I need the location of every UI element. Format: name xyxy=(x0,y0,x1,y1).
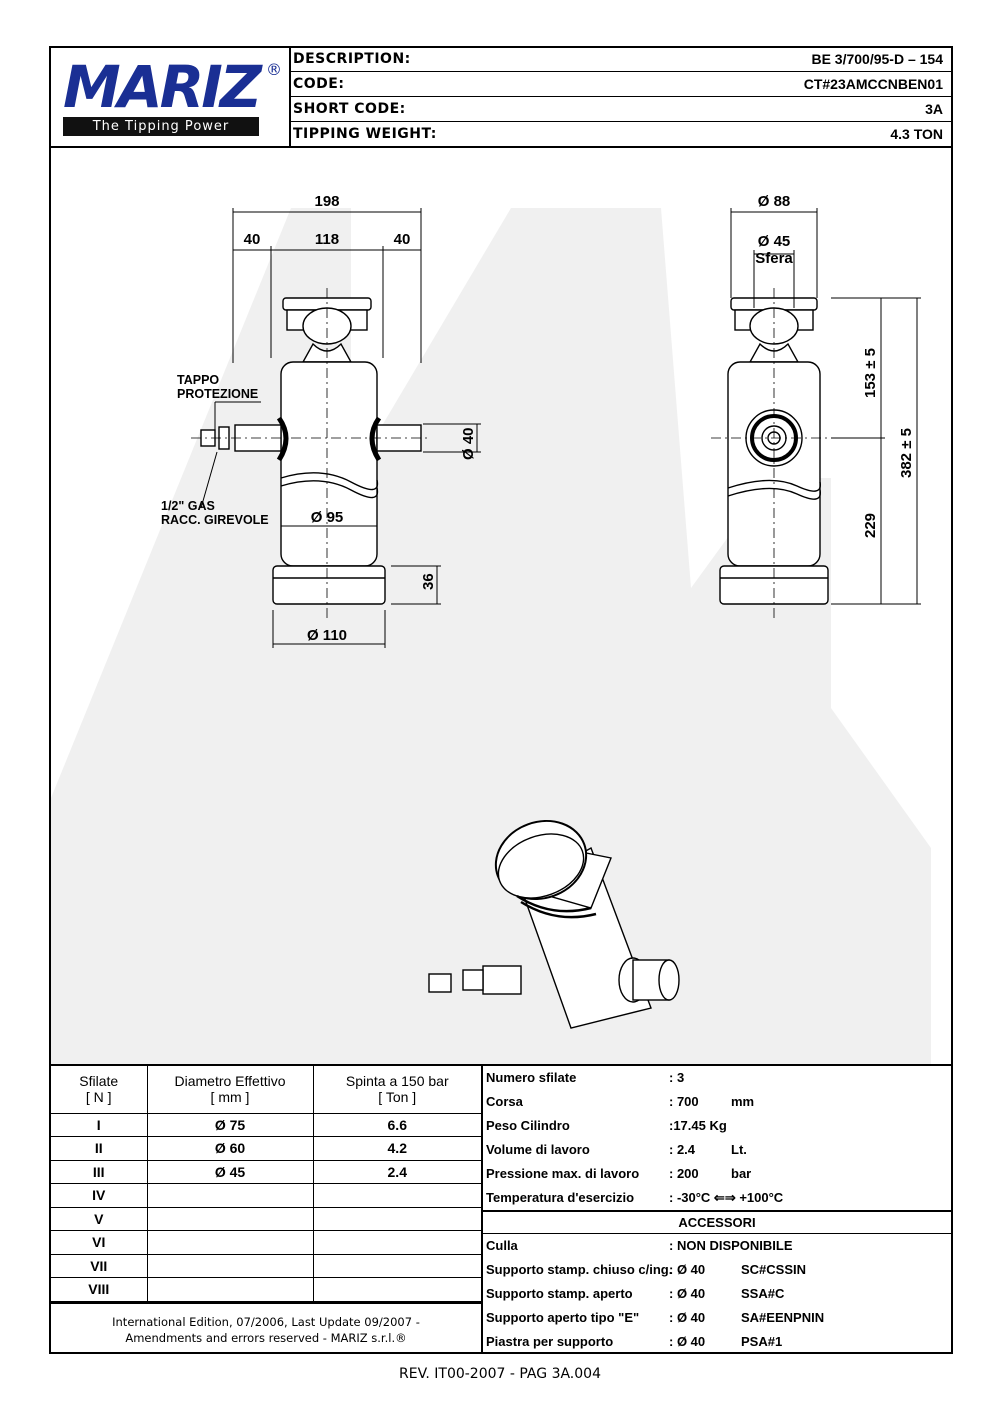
dim-side-right: 40 xyxy=(394,231,411,248)
table-row: VIII xyxy=(51,1277,481,1302)
spec-row: Numero sfilate : 3 xyxy=(486,1070,685,1085)
tipping-weight-row: TIPPING WEIGHT: 4.3 TON xyxy=(291,123,951,147)
header-diameter: Diametro Effettivo[ mm ] xyxy=(146,1066,314,1114)
stages-table: Sfilate[ N ] Diametro Effettivo[ mm ] Sp… xyxy=(51,1066,483,1302)
dim-head-diameter: Ø 88 xyxy=(758,193,791,210)
header-thrust: Spinta a 150 bar[ Ton ] xyxy=(312,1066,481,1114)
dim-lower-height: 229 xyxy=(862,513,879,538)
edition-line1: International Edition, 07/2006, Last Upd… xyxy=(112,1315,420,1329)
side-dimensions xyxy=(730,208,921,605)
spec-row: Volume di lavoro : 2.4 Lt. xyxy=(486,1142,747,1157)
front-view xyxy=(191,288,431,618)
spec-row: Pressione max. di lavoro : 200 bar xyxy=(486,1166,752,1181)
registered-mark: ® xyxy=(266,60,282,79)
front-dimensions xyxy=(200,208,481,648)
tipping-weight-label: TIPPING WEIGHT: xyxy=(293,126,437,142)
logo: MARIZ ® The Tipping Power xyxy=(51,48,291,146)
list-item: Supporto stamp. chiuso c/ing. : Ø 40 SC#… xyxy=(486,1262,807,1277)
technical-specs: Numero sfilate : 3 Corsa : 700 mm Peso C… xyxy=(483,1066,951,1210)
dim-base-diameter: Ø 110 xyxy=(307,627,347,644)
accessories-title: ACCESSORI xyxy=(483,1210,951,1234)
list-item: Piastra per supporto : Ø 40 PSA#1 xyxy=(486,1334,783,1349)
code-row: CODE: CT#23AMCCNBEN01 xyxy=(291,73,951,97)
description-value: BE 3/700/95-D – 154 xyxy=(811,51,943,67)
short-code-row: SHORT CODE: 3A xyxy=(291,98,951,122)
note-cap-line1: TAPPO xyxy=(177,373,219,387)
spec-row: Peso Cilindro :17.45 Kg xyxy=(486,1118,727,1133)
logo-wordmark: MARIZ xyxy=(63,53,262,121)
table-row: VII xyxy=(51,1253,481,1278)
short-code-label: SHORT CODE: xyxy=(293,101,406,117)
dim-pin-diameter: Ø 40 xyxy=(460,427,477,460)
datasheet: MARIZ ® The Tipping Power DESCRIPTION: B… xyxy=(49,46,953,1354)
drawing-canvas: 198 40 118 40 Ø 40 Ø 95 36 Ø 110 TAPPO P… xyxy=(51,193,931,1064)
description-label: DESCRIPTION: xyxy=(293,51,411,67)
isometric-view xyxy=(428,819,680,1029)
edition-note: International Edition, 07/2006, Last Upd… xyxy=(51,1302,483,1352)
dim-overall-width: 198 xyxy=(314,193,339,210)
list-item: Culla : NON DISPONIBILE xyxy=(486,1238,793,1253)
list-item: Supporto aperto tipo "E" : Ø 40 SA#EENPN… xyxy=(486,1310,825,1325)
table-row: IV xyxy=(51,1183,481,1208)
spec-row: Temperatura d'esercizio : -30°C ⇐⇒ +100°… xyxy=(486,1190,784,1205)
stages-grid: Sfilate[ N ] Diametro Effettivo[ mm ] Sp… xyxy=(51,1066,481,1302)
note-gas-line1: 1/2" GAS xyxy=(161,499,215,513)
dim-total-height: 382 ± 5 xyxy=(898,428,915,478)
stages-header-row: Sfilate[ N ] Diametro Effettivo[ mm ] Sp… xyxy=(51,1066,481,1114)
note-gas-line2: RACC. GIREVOLE xyxy=(161,513,269,527)
header-stages: Sfilate[ N ] xyxy=(51,1066,148,1114)
description-row: DESCRIPTION: BE 3/700/95-D – 154 xyxy=(291,48,951,72)
title-fields: DESCRIPTION: BE 3/700/95-D – 154 CODE: C… xyxy=(291,48,951,146)
tipping-weight-value: 4.3 TON xyxy=(890,126,943,142)
spec-row: Corsa : 700 mm xyxy=(486,1094,755,1109)
accessories-list: Culla : NON DISPONIBILE Supporto stamp. … xyxy=(483,1234,951,1352)
dim-ball-diameter: Ø 45 xyxy=(758,233,791,250)
logo-tagline: The Tipping Power xyxy=(63,117,259,136)
side-view xyxy=(711,288,841,618)
dim-body-width: 118 xyxy=(315,231,339,248)
title-block: MARIZ ® The Tipping Power DESCRIPTION: B… xyxy=(51,48,951,148)
dim-body-diameter: Ø 95 xyxy=(311,509,344,526)
edition-line2: Amendments and errors reserved - MARIZ s… xyxy=(125,1331,407,1345)
technical-drawing: 198 40 118 40 Ø 40 Ø 95 36 Ø 110 TAPPO P… xyxy=(51,148,951,1064)
specification-area: Sfilate[ N ] Diametro Effettivo[ mm ] Sp… xyxy=(51,1064,951,1352)
note-cap-line2: PROTEZIONE xyxy=(177,387,258,401)
dim-side-left: 40 xyxy=(244,231,261,248)
watermark-logo xyxy=(51,208,931,1064)
dim-upper-height: 153 ± 5 xyxy=(862,348,879,398)
table-row: VI xyxy=(51,1230,481,1255)
revision-label: REV. IT00-2007 - PAG 3A.004 xyxy=(399,1366,601,1382)
code-label: CODE: xyxy=(293,76,345,92)
table-row: V xyxy=(51,1206,481,1231)
short-code-value: 3A xyxy=(925,101,943,117)
code-value: CT#23AMCCNBEN01 xyxy=(803,76,943,92)
dim-base-height: 36 xyxy=(420,573,437,590)
dim-ball-label: Sfera xyxy=(755,250,793,267)
list-item: Supporto stamp. aperto : Ø 40 SSA#C xyxy=(486,1286,785,1301)
